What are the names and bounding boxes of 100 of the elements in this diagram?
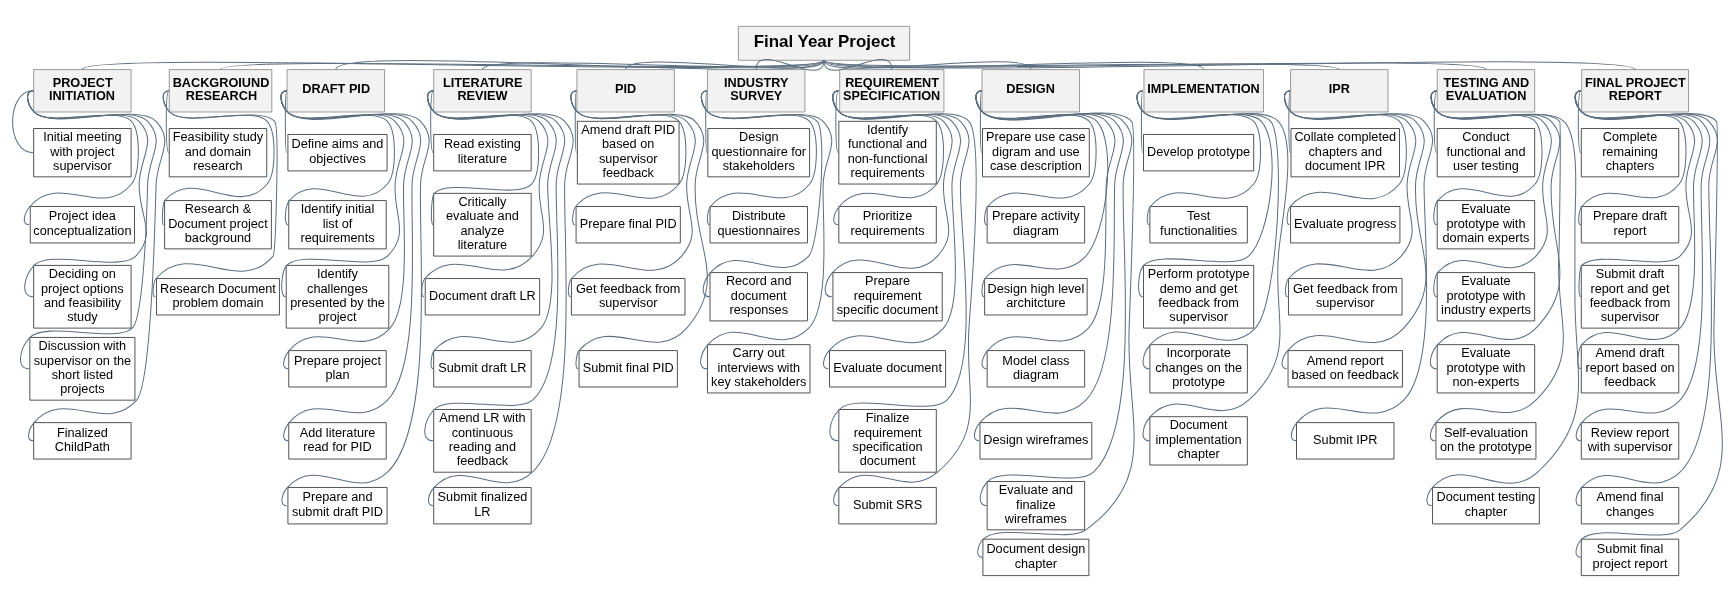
node-box: Collate completed chapters and document IPR <box>1290 127 1400 177</box>
connector <box>424 89 566 441</box>
node-box: FINAL PROJECT REPORT <box>1581 68 1689 112</box>
node-box: Identify challenges presented by the project <box>285 264 390 329</box>
node-box: Review report with supervisor <box>1580 421 1680 459</box>
node-box: BACKGROIUND RESEARCH <box>168 68 273 112</box>
node-box: Amend LR with continuous reading and feedback <box>433 408 532 473</box>
connector <box>1577 89 1582 153</box>
connector <box>823 89 962 369</box>
node-box: Deciding on project options and feasibility study <box>33 264 132 329</box>
connector <box>832 89 977 506</box>
connector <box>152 89 278 297</box>
node-box: Finalized ChildPath <box>33 421 132 459</box>
node-box: Get feedback from supervisor <box>571 277 686 315</box>
connector <box>973 89 1124 441</box>
node-box: Amend draft PID based on supervisor feedback <box>576 120 680 184</box>
node-box: Final Year Project <box>737 25 911 61</box>
node-box: Self-evaluation on the prototype <box>1435 421 1537 459</box>
node-box: Identify functional and non-functional requirements <box>838 120 937 184</box>
node-box: Design high level architcture <box>984 277 1088 315</box>
connector <box>1136 89 1289 441</box>
node-box: Model class diagram <box>986 349 1086 387</box>
node-box: Develop prototype <box>1143 133 1255 171</box>
node-box: Project idea conceptualization <box>29 205 135 243</box>
node-box: Document draft LR <box>424 277 541 315</box>
connector <box>284 89 288 153</box>
node-box: Critically evaluate and analyze literature <box>433 192 532 256</box>
connector <box>1574 89 1711 441</box>
connector <box>625 59 825 70</box>
node-box: Carry out interviews with key stakeholders <box>707 343 811 393</box>
node-box: Distribute questionnaires <box>709 205 808 243</box>
connector <box>280 89 430 506</box>
connector <box>755 58 825 71</box>
node-box: Test functionalities <box>1149 205 1248 243</box>
connector <box>27 89 166 441</box>
node-box: Prepare requirement specific document <box>832 271 943 321</box>
node-box: Initial meeting with project supervisor <box>33 127 132 177</box>
connector <box>823 59 1340 70</box>
node-box: Prepare activity diagram <box>986 205 1086 243</box>
node-box: IPR <box>1290 68 1389 112</box>
connector <box>1283 89 1417 297</box>
connector <box>823 59 1205 70</box>
connector <box>1281 89 1427 369</box>
connector <box>1433 89 1438 153</box>
connector <box>335 59 825 70</box>
node-box: Finalize requirement specification document <box>838 408 937 473</box>
node-box: Amend final changes <box>1580 486 1680 524</box>
node-box: Design questionnaire for stakeholders <box>707 127 810 177</box>
node-box: Add literature read for PID <box>288 421 387 459</box>
node-box: Submit SRS <box>838 486 937 524</box>
node-box: Submit draft LR <box>433 349 532 387</box>
node-box: Document implementation chapter <box>1149 415 1248 465</box>
node-box: Amend report based on feedback <box>1287 349 1403 387</box>
connector <box>1429 89 1564 441</box>
node-box: INDUSTRY SURVEY <box>707 68 806 112</box>
node-box: Submit finalized LR <box>433 486 532 524</box>
connector <box>979 89 983 153</box>
connector <box>1136 89 1279 369</box>
connector <box>1136 89 1273 297</box>
node-box: Prepare and submit draft PID <box>287 486 388 524</box>
connector <box>427 89 557 369</box>
node-box: Submit IPR <box>1296 421 1395 459</box>
node-box: Research & Document project background <box>164 199 272 249</box>
node-box: Evaluate and finalize wireframes <box>986 480 1086 530</box>
connector <box>705 89 708 153</box>
connector <box>1574 89 1703 369</box>
node-box: Prepare final PID <box>575 205 681 243</box>
connector <box>165 89 170 153</box>
connector <box>824 89 953 297</box>
connector <box>700 89 823 297</box>
connector <box>421 89 549 297</box>
connector <box>161 89 275 225</box>
connector <box>570 89 708 369</box>
node-box: PID <box>576 68 675 112</box>
connector <box>280 89 413 369</box>
node-box: Submit draft report and get feedback from supervisor <box>1580 264 1680 329</box>
node-box: Perform prototype demo and get feedback from supervisor <box>1143 264 1255 329</box>
connector <box>832 89 944 225</box>
node-box: Conduct functional and user testing <box>1436 127 1536 177</box>
node-box: REQUIREMENT SPECIFICATION <box>839 68 945 112</box>
connector <box>12 89 34 153</box>
node-box: Document testing chapter <box>1432 486 1540 524</box>
node-box: Get feedback from supervisor <box>1288 277 1403 315</box>
connector <box>220 59 825 70</box>
node-box: IMPLEMENTATION <box>1143 68 1264 112</box>
node-box: Feasibility study and domain research <box>168 127 268 177</box>
node-box: Prepare draft report <box>1580 205 1680 243</box>
node-box: Define aims and objectives <box>287 133 388 171</box>
node-box: DRAFT PID <box>286 68 385 112</box>
connector <box>1140 89 1144 153</box>
node-box: Identify initial list of requirements <box>288 199 387 249</box>
node-box: Evaluate document <box>829 349 947 387</box>
node-box: PROJECT INITIATION <box>33 68 132 112</box>
node-box: Research Document problem domain <box>156 277 280 315</box>
node-box: Prepare use case digram and use case description <box>982 127 1090 177</box>
node-box: Submit final project report <box>1580 538 1680 576</box>
connector <box>481 59 825 70</box>
connector <box>81 59 825 70</box>
connector <box>280 89 422 441</box>
node-box: Evaluate progress <box>1290 205 1401 243</box>
